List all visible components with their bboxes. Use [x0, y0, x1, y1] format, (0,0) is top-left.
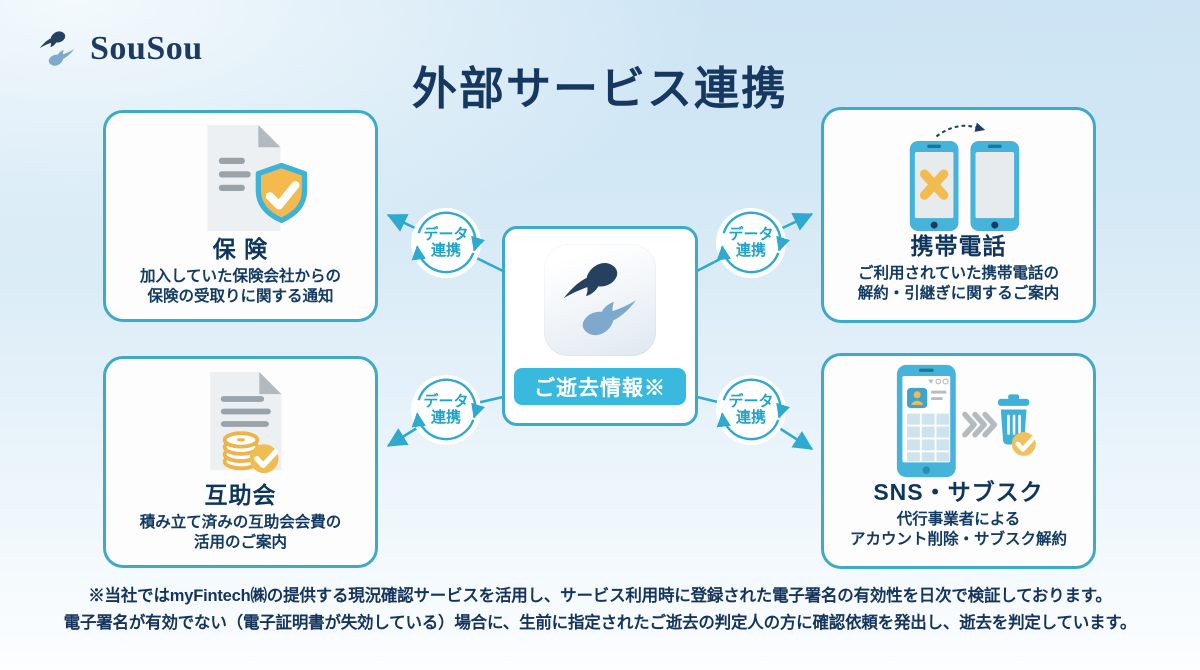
card-mutual-aid-desc: 積み立て済みの互助会会費の 活用のご案内 [139, 514, 342, 552]
card-mutual-aid: 互助会 積み立て済みの互助会会費の 活用のご案内 [103, 356, 378, 568]
card-sns-subscription: SNS・サブスク 代行事業者による アカウント削除・サブスク解約 [821, 353, 1096, 569]
data-linkage-label-bottom-right: データ 連携 [728, 393, 774, 426]
document-coins-check-icon [164, 364, 318, 484]
document-shield-check-icon [164, 118, 318, 238]
sousou-hands-icon [39, 31, 75, 66]
card-sns-subscription-label: SNS・サブスク [873, 479, 1044, 505]
card-mobile-phone-desc: ご利用されていた携帯電話の 解約・引継ぎに関するご案内 [857, 265, 1060, 303]
data-linkage-label-top-left: データ 連携 [423, 226, 469, 259]
footnote: ※当社ではmyFintech㈱の提供する現況確認サービスを活用し、サービス利用時… [0, 583, 1200, 637]
page-title: 外部サービス連携 [411, 63, 788, 114]
brand-logo: SouSou [34, 28, 203, 70]
death-info-badge: ご逝去情報※ [514, 368, 686, 405]
card-insurance-desc: 加入していた保険会社からの 保険の受取りに関する通知 [139, 268, 342, 306]
card-mobile-phone: 携帯電話 ご利用されていた携帯電話の 解約・引継ぎに関するご案内 [821, 107, 1096, 323]
phones-transfer-icon [885, 115, 1032, 235]
center-death-info-node: ご逝去情報※ [502, 226, 698, 426]
card-insurance-label: 保 険 [212, 236, 269, 262]
data-linkage-label-top-right: データ 連携 [728, 226, 774, 259]
data-linkage-label-bottom-left: データ 連携 [423, 393, 469, 426]
card-sns-subscription-desc: 代行事業者による アカウント削除・サブスク解約 [849, 511, 1067, 549]
footnote-line2: 電子署名が有効でない（電子証明書が失効している）場合に、生前に指定されたご逝去の… [63, 614, 1137, 632]
sousou-hands-icon [563, 263, 637, 336]
brand-wordmark: SouSou [90, 30, 203, 67]
sousou-app-icon [544, 244, 656, 356]
card-mutual-aid-label: 互助会 [204, 482, 277, 508]
phone-delete-trash-icon [873, 361, 1044, 481]
card-insurance: 保 険 加入していた保険会社からの 保険の受取りに関する通知 [103, 110, 378, 322]
card-mobile-phone-label: 携帯電話 [910, 233, 1007, 259]
footnote-line1: ※当社ではmyFintech㈱の提供する現況確認サービスを活用し、サービス利用時… [88, 587, 1112, 605]
